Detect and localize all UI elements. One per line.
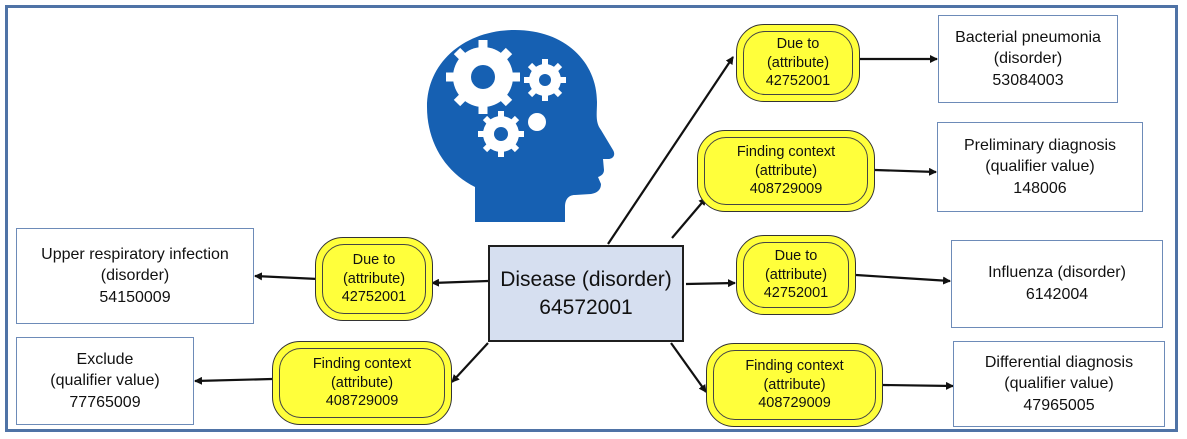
target-upper-respiratory-infection: Upper respiratory infection (disorder) 5… [16,228,254,324]
head-with-gears-icon [427,30,615,222]
attribute-type: (attribute) [330,374,394,391]
target-label: Differential diagnosis [984,353,1134,371]
target-code: 148006 [1013,179,1067,197]
target-influenza: Influenza (disorder) 6142004 [951,240,1163,328]
attribute-type: (attribute) [764,266,828,283]
target-type: (qualifier value) [985,158,1095,176]
attribute-name: Finding context [736,143,836,160]
attribute-name: Due to [776,35,820,52]
target-label: Influenza (disorder) [988,264,1126,282]
attribute-node-due-to-left: Due to (attribute) 42752001 [315,237,433,321]
target-type: (disorder) [993,50,1063,68]
attribute-type: (attribute) [342,270,406,287]
central-code: 64572001 [539,295,633,319]
target-code: 54150009 [99,288,171,306]
attribute-node-due-to-top: Due to (attribute) 42752001 [736,24,860,102]
target-label: Bacterial pneumonia [955,28,1101,46]
attribute-name: Finding context [745,357,844,374]
target-code: 6142004 [1025,286,1089,303]
target-label: Exclude [76,350,134,368]
target-bacterial-pneumonia: Bacterial pneumonia (disorder) 53084003 [938,15,1118,103]
attribute-code: 408729009 [325,393,399,410]
attribute-name: Due to [774,247,818,264]
target-type: (qualifier value) [1004,375,1114,393]
attribute-code: 42752001 [763,285,829,302]
attribute-code: 42752001 [765,73,831,90]
target-code: 53084003 [992,71,1064,89]
target-exclude: Exclude (qualifier value) 77765009 [16,337,194,425]
central-label: Disease (disorder) [500,268,672,292]
target-code: 77765009 [69,393,141,411]
attribute-type: (attribute) [763,376,826,393]
target-type: (disorder) [100,267,170,285]
attribute-node-finding-context-top: Finding context (attribute) 408729009 [697,130,875,212]
attribute-type: (attribute) [766,54,830,71]
attribute-name: Due to [352,251,396,268]
attribute-node-finding-context-left: Finding context (attribute) 408729009 [272,341,452,425]
target-type: (qualifier value) [50,372,160,390]
target-preliminary-diagnosis: Preliminary diagnosis (qualifier value) … [937,122,1143,212]
central-concept-node: Disease (disorder) 64572001 [488,245,684,342]
attribute-node-due-to-right: Due to (attribute) 42752001 [736,235,856,315]
target-code: 47965005 [1023,396,1095,414]
attribute-name: Finding context [312,355,412,372]
target-label: Upper respiratory infection [41,245,229,263]
attribute-code: 408729009 [758,395,831,412]
target-label: Preliminary diagnosis [963,136,1117,154]
target-differential-diagnosis: Differential diagnosis (qualifier value)… [953,341,1165,427]
attribute-type: (attribute) [754,162,818,179]
attribute-code: 42752001 [341,289,407,306]
attribute-code: 408729009 [749,181,823,198]
attribute-node-finding-context-bottom: Finding context (attribute) 408729009 [706,343,883,427]
